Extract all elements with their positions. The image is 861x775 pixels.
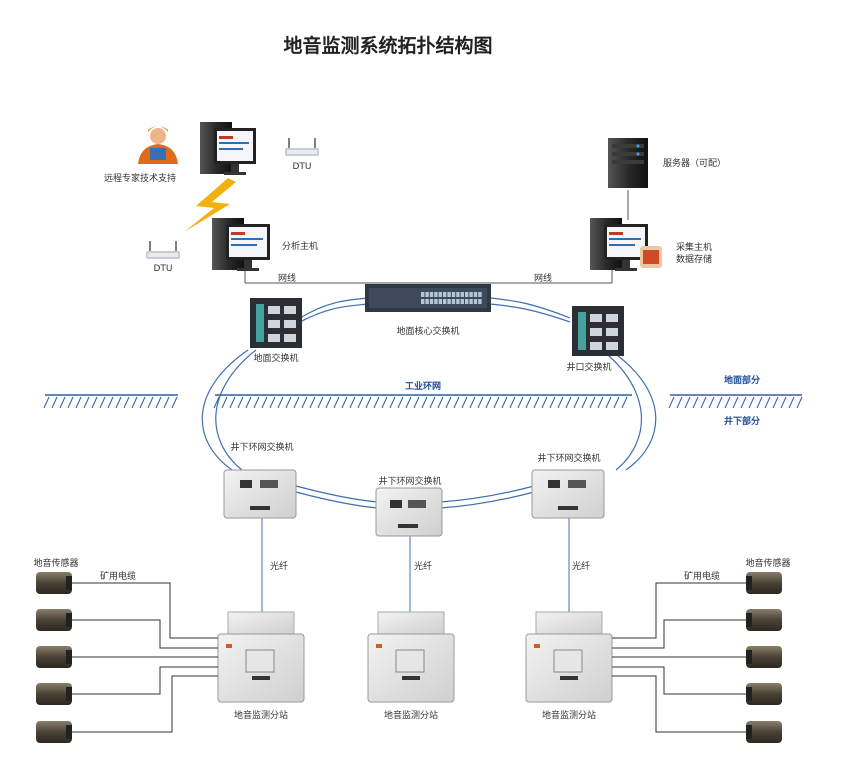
remote-expert-icon	[138, 126, 178, 164]
sensors-right	[746, 572, 782, 743]
substation-mid-label: 地音监测分站	[384, 709, 438, 721]
sensors-left	[36, 572, 72, 743]
ring-switch-right-icon	[531, 469, 605, 519]
underground-part-label: 井下部分	[724, 415, 760, 427]
sensor-icon	[36, 572, 72, 594]
network-cable-left-label: 网线	[278, 272, 296, 284]
sensor-icon	[746, 572, 782, 594]
remote-expert-label: 远程专家技术支持	[104, 172, 176, 184]
remote-monitor-icon	[200, 122, 256, 175]
dtu-left-label: DTU	[153, 264, 172, 274]
page-title: 地音监测系统拓扑结构图	[283, 34, 492, 57]
sensor-right-label: 地音传感器	[745, 557, 790, 569]
ring-switch-mid-icon	[375, 487, 443, 537]
sensor-icon	[746, 646, 782, 668]
fiber-lines	[261, 518, 570, 615]
sensor-left-label: 地音传感器	[33, 557, 78, 569]
fiber-mid-label: 光纤	[414, 560, 432, 572]
substation-right-label: 地音监测分站	[542, 709, 596, 721]
sensor-icon	[746, 721, 782, 743]
shaft-switch-label: 井口交换机	[566, 361, 611, 373]
ground-part-label: 地面部分	[724, 374, 760, 386]
industrial-ring-label: 工业环网	[405, 380, 441, 392]
cable-left-label: 矿用电缆	[100, 570, 136, 582]
mine-cables-right	[612, 582, 746, 733]
collect-host-icon	[590, 218, 662, 271]
mine-cables-left	[72, 582, 218, 733]
core-switch-label: 地面核心交换机	[396, 325, 459, 337]
substation-right-icon	[525, 611, 613, 703]
sensor-icon	[36, 683, 72, 705]
ring-switch-right-label: 井下环网交换机	[537, 452, 600, 464]
analysis-host-label: 分析主机	[282, 240, 318, 252]
server-icon	[608, 138, 648, 188]
top-connections	[244, 190, 629, 284]
dtu-top-label: DTU	[292, 162, 311, 172]
substation-mid-icon	[367, 611, 455, 703]
ring-switch-mid-label: 井下环网交换机	[378, 475, 441, 487]
cable-right-label: 矿用电缆	[684, 570, 720, 582]
ring-switch-left-label: 井下环网交换机	[230, 441, 293, 453]
sensor-icon	[36, 646, 72, 668]
ground-switch-icon	[250, 298, 302, 348]
industrial-ring-lines	[201, 297, 657, 509]
sensor-icon	[746, 683, 782, 705]
fiber-left-label: 光纤	[270, 560, 288, 572]
substation-left-icon	[217, 611, 305, 703]
analysis-host-icon	[212, 218, 270, 271]
wireless-link-icon	[184, 178, 236, 232]
sensor-icon	[36, 721, 72, 743]
shaft-switch-icon	[572, 306, 624, 356]
dtu-top-icon	[285, 138, 319, 156]
ring-switch-left-icon	[223, 469, 297, 519]
fiber-right-label: 光纤	[572, 560, 590, 572]
core-switch-icon	[365, 284, 491, 312]
network-cable-right-label: 网线	[534, 272, 552, 284]
server-label: 服务器（可配）	[663, 157, 726, 169]
dtu-left-icon	[146, 241, 180, 259]
sensor-icon	[746, 609, 782, 631]
collect-host-label-2: 数据存储	[676, 253, 712, 265]
ground-switch-label: 地面交换机	[253, 352, 298, 364]
substation-left-label: 地音监测分站	[234, 709, 288, 721]
sensor-icon	[36, 609, 72, 631]
collect-host-label-1: 采集主机	[676, 241, 712, 253]
ground-surface	[43, 394, 803, 409]
